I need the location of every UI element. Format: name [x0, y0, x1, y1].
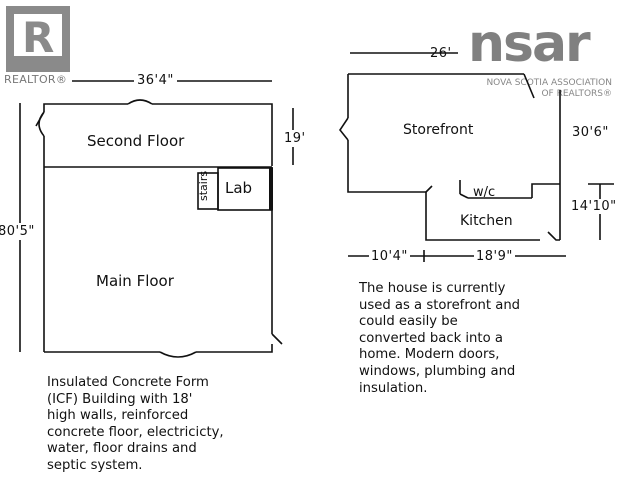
left-upper-dimension: 19' — [284, 130, 306, 147]
realtor-logo-text: REALTOR® — [4, 73, 68, 86]
storefront-walls — [347, 73, 535, 193]
nsar-logo: nsar — [468, 14, 591, 74]
stairs-box — [197, 172, 219, 210]
main-floor-label: Main Floor — [96, 272, 174, 290]
left-top-door — [127, 99, 153, 105]
realtor-logo: R — [6, 6, 70, 72]
left-bottom-door — [159, 351, 197, 358]
bottom-right-dimension: 18'9" — [474, 249, 515, 264]
wc-label: w/c — [473, 185, 496, 200]
left-left-door — [38, 111, 45, 137]
storefront-dimension: 30'6" — [572, 125, 609, 140]
left-left-wall — [35, 111, 45, 352]
left-top-wall — [43, 103, 273, 166]
left-bottom-wall — [44, 344, 273, 353]
kitchen-dimension: 14'10" — [571, 199, 617, 214]
kitchen-label: Kitchen — [460, 213, 513, 229]
svg-text:R: R — [22, 13, 54, 62]
wc-walls — [459, 180, 560, 199]
right-description: The house is currently used as a storefr… — [359, 281, 521, 396]
storefront-label: Storefront — [403, 122, 474, 138]
left-width-dimension: 36'4" — [134, 74, 177, 87]
right-width-dimension: 26' — [430, 46, 452, 61]
lab-label: Lab — [225, 179, 253, 197]
second-floor-label: Second Floor — [87, 132, 185, 150]
storefront-left-door — [339, 117, 349, 141]
nsar-logo-subtitle: NOVA SCOTIA ASSOCIATION OF REALTORS® — [486, 78, 612, 99]
left-right-wall — [271, 167, 283, 345]
kitchen-walls — [425, 192, 560, 241]
left-description: Insulated Concrete Form (ICF) Building w… — [47, 375, 224, 473]
stairs-label: stairs — [197, 170, 210, 201]
bottom-left-dimension: 10'4" — [369, 249, 410, 264]
left-height-dimension: 80'5" — [0, 223, 35, 240]
